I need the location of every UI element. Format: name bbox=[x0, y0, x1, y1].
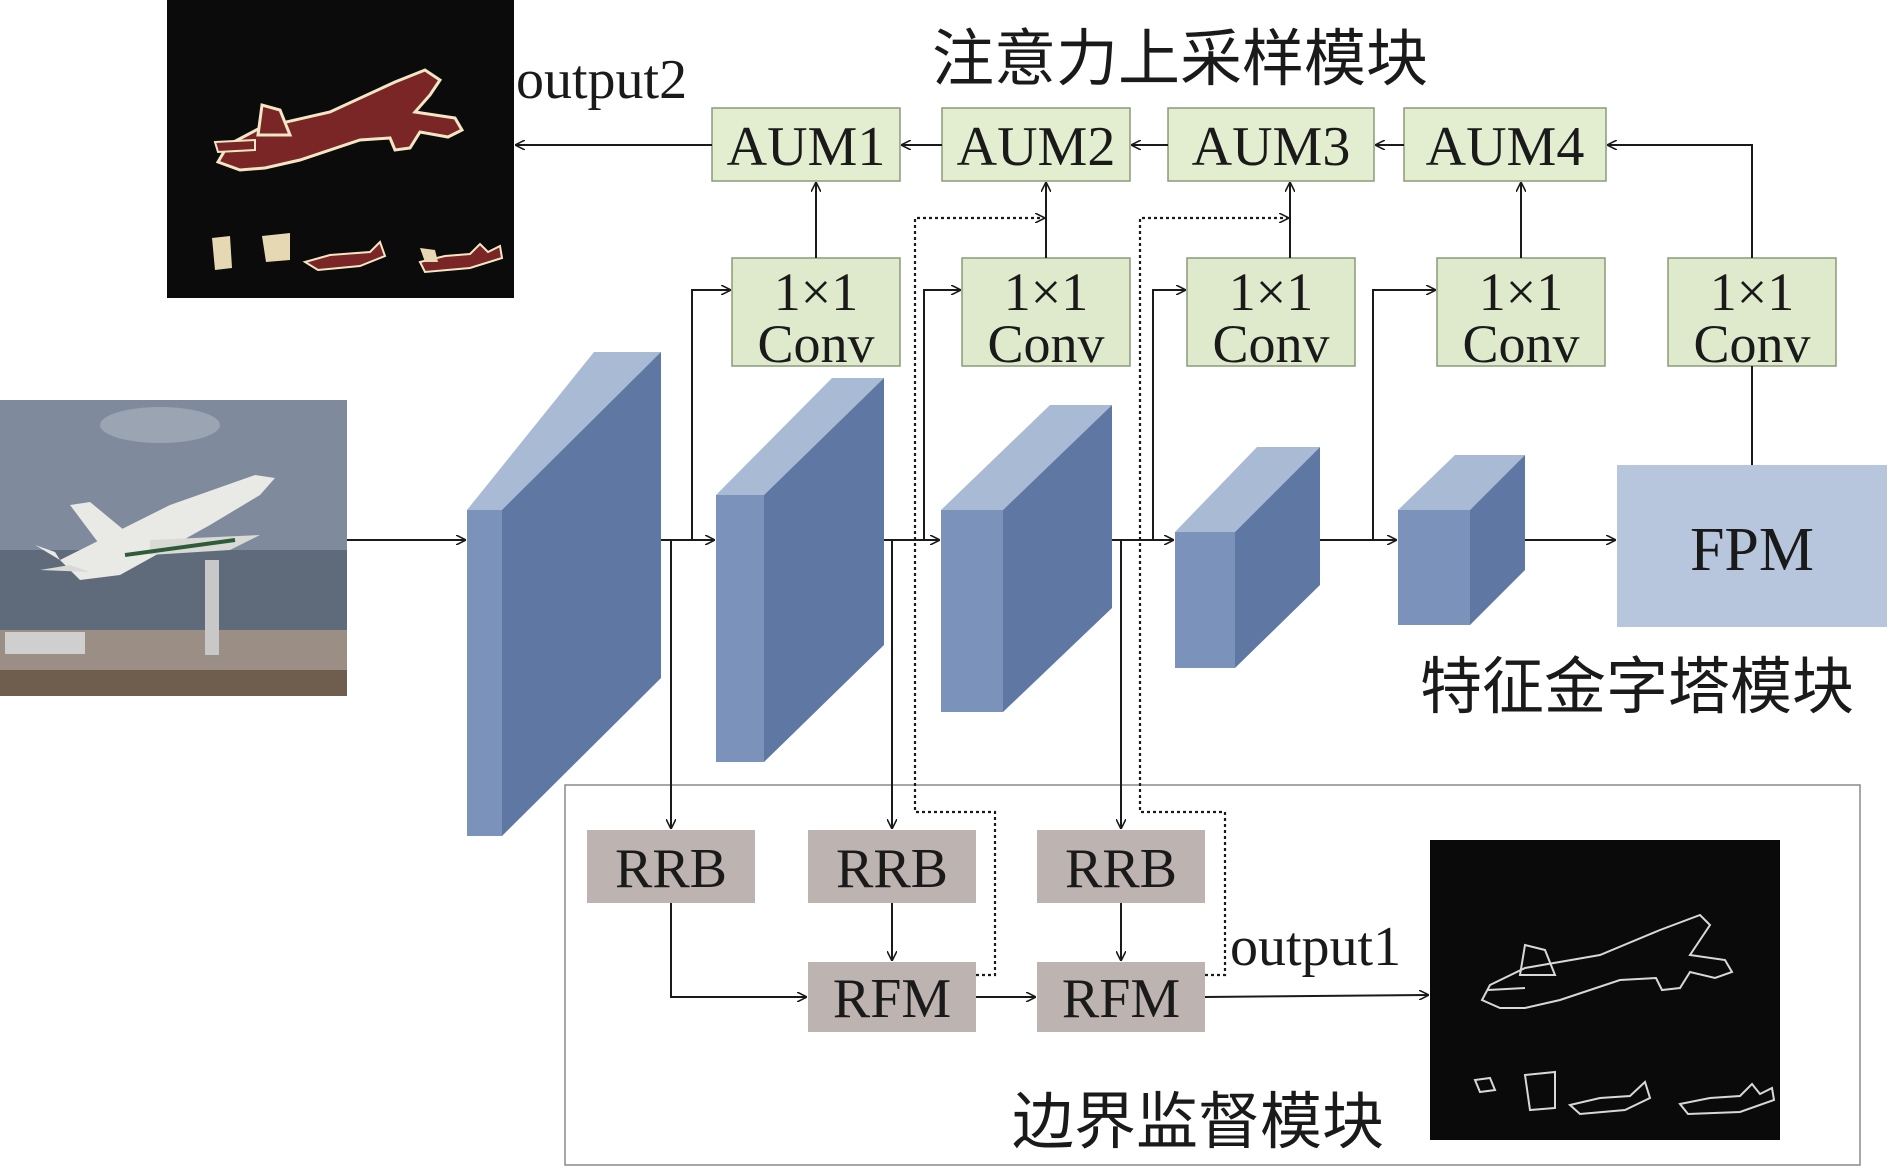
backbone-block-4 bbox=[1175, 447, 1320, 668]
aum-block-3: AUM3 bbox=[1167, 107, 1375, 182]
output1-edge-image bbox=[1430, 840, 1780, 1140]
backbone-block-1 bbox=[467, 352, 661, 836]
conv-line2-4: Conv bbox=[1462, 314, 1579, 374]
connectors bbox=[347, 145, 1753, 997]
aum-label-4: AUM4 bbox=[1426, 116, 1585, 178]
fpm-label: FPM bbox=[1690, 516, 1814, 584]
rfm-block-1: RFM bbox=[808, 962, 976, 1032]
output1-label: output1 bbox=[1230, 916, 1401, 978]
conv-block-1: 1×1 Conv bbox=[731, 257, 901, 374]
conv-line2-3: Conv bbox=[1212, 314, 1329, 374]
output2-segmentation-image bbox=[167, 0, 514, 298]
rrb-block-1: RRB bbox=[587, 830, 755, 903]
conv-line2-2: Conv bbox=[987, 314, 1104, 374]
feature-pyramid-module-title: 特征金字塔模块 bbox=[1420, 650, 1854, 723]
conv-line2-5: Conv bbox=[1693, 314, 1810, 374]
rrb-block-3: RRB bbox=[1037, 830, 1205, 903]
input-image bbox=[0, 400, 347, 696]
conv-block-3: 1×1 Conv bbox=[1186, 257, 1356, 374]
conv-line1-5: 1×1 bbox=[1710, 262, 1794, 322]
conv-line1-4: 1×1 bbox=[1479, 262, 1563, 322]
conv-block-5: 1×1 Conv bbox=[1667, 257, 1837, 374]
rrb-block-2: RRB bbox=[808, 830, 976, 903]
aum-label-1: AUM1 bbox=[727, 116, 886, 178]
attention-upsampling-module-title: 注意力上采样模块 bbox=[932, 22, 1428, 95]
backbone-block-3 bbox=[941, 405, 1112, 712]
conv-line1-3: 1×1 bbox=[1229, 262, 1313, 322]
aum-label-2: AUM2 bbox=[957, 116, 1116, 178]
aum-block-2: AUM2 bbox=[941, 107, 1131, 182]
rfm-label-2: RFM bbox=[1062, 968, 1180, 1030]
conv-line2-1: Conv bbox=[757, 314, 874, 374]
backbone-block-5 bbox=[1398, 455, 1525, 625]
aum-label-3: AUM3 bbox=[1192, 116, 1351, 178]
fpm-box bbox=[1617, 465, 1887, 627]
conv-block-4: 1×1 Conv bbox=[1436, 257, 1606, 374]
conv-block-2: 1×1 Conv bbox=[961, 257, 1131, 374]
boundary-module-frame bbox=[564, 784, 1861, 1166]
output2-label: output2 bbox=[516, 49, 687, 111]
rfm-block-2: RFM bbox=[1037, 962, 1205, 1032]
conv-line1-2: 1×1 bbox=[1004, 262, 1088, 322]
rfm-label-1: RFM bbox=[833, 968, 951, 1030]
conv-line1-1: 1×1 bbox=[774, 262, 858, 322]
rrb-label-2: RRB bbox=[836, 838, 948, 900]
aum-block-1: AUM1 bbox=[711, 107, 901, 182]
rrb-label-3: RRB bbox=[1065, 838, 1177, 900]
rrb-label-1: RRB bbox=[615, 838, 727, 900]
aum-block-4: AUM4 bbox=[1403, 107, 1607, 182]
backbone-block-2 bbox=[716, 378, 884, 762]
boundary-supervision-module-title: 边界监督模块 bbox=[1012, 1085, 1384, 1158]
